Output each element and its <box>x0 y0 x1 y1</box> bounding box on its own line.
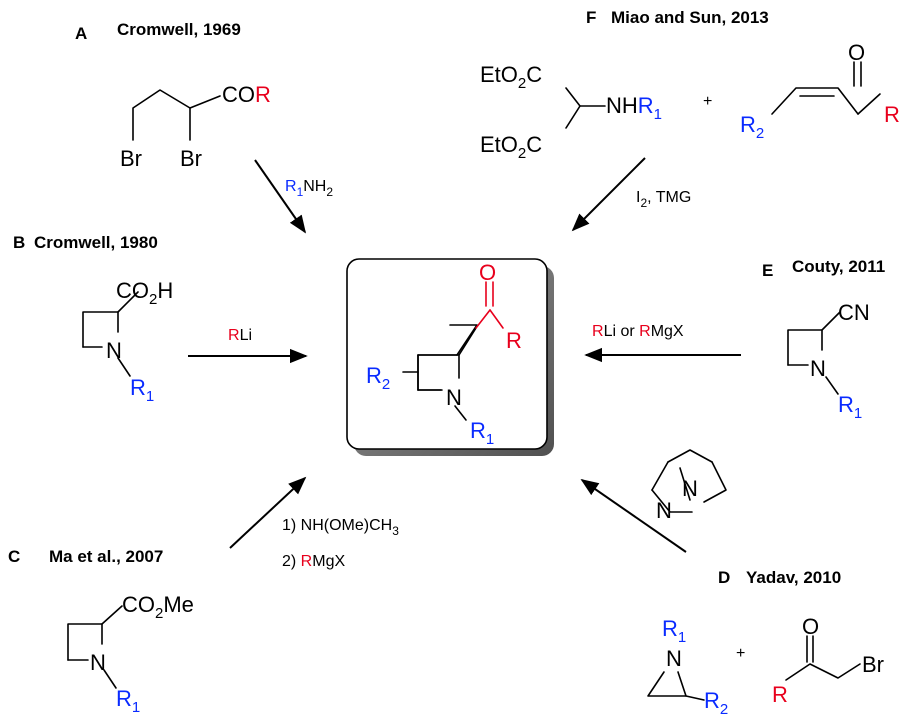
route-f-r: R <box>884 102 900 127</box>
route-e-nitrile: CN <box>838 300 870 325</box>
route-b-reagent: RLi <box>228 327 252 344</box>
route-d-nitrogen: N <box>666 646 682 671</box>
route-c-step2: 2) RMgX <box>282 553 345 570</box>
product-r2: R2 <box>366 363 390 393</box>
product-oxygen: O <box>479 260 496 285</box>
route-b-citation: Cromwell, 1980 <box>34 233 158 252</box>
route-e-letter: E <box>762 261 773 280</box>
route-c-step1: 1) NH(OMe)CH3 <box>282 517 399 538</box>
route-d-r1: R1 <box>662 616 686 646</box>
route-a-br2: Br <box>180 146 202 171</box>
route-f-ester-bottom: EtO2C <box>480 132 542 162</box>
route-d-letter: D <box>718 568 730 587</box>
product-nitrogen: N <box>446 385 462 410</box>
route-c-nitrogen: N <box>90 650 106 675</box>
route-a-reagent: R1NH2 <box>285 178 333 199</box>
product-r: R <box>506 328 522 353</box>
route-f-reagent: I2, TMG <box>636 189 691 210</box>
route-a: A Cromwell, 1969 Br Br COR R1NH2 <box>75 20 333 234</box>
route-e-r1: R1 <box>838 392 862 422</box>
route-d-r2: R2 <box>704 688 728 718</box>
route-f-letter: F <box>586 8 596 27</box>
route-e-nitrogen: N <box>810 356 826 381</box>
svg-text:N: N <box>656 498 672 523</box>
route-b-acid: CO2H <box>116 278 173 308</box>
route-d-citation: Yadav, 2010 <box>746 568 841 587</box>
route-f-amine: NHR1 <box>606 93 662 123</box>
route-a-br1: Br <box>120 146 142 171</box>
route-a-letter: A <box>75 24 87 43</box>
route-f-plus: + <box>703 93 712 110</box>
route-d: D Yadav, 2010 N N R1 N R2 + O R Br <box>580 449 884 718</box>
route-b-r1: R1 <box>130 375 154 405</box>
route-d-r: R <box>772 682 788 707</box>
route-c: C Ma et al., 2007 N CO2Me R1 1) NH(OMe)C… <box>8 476 399 716</box>
route-c-r1: R1 <box>116 686 140 716</box>
route-a-citation: Cromwell, 1969 <box>117 20 241 39</box>
route-d-plus: + <box>736 645 745 662</box>
product-box <box>346 258 554 456</box>
route-e-reagent: RLi or RMgX <box>592 323 684 340</box>
product-r1: R1 <box>470 418 494 448</box>
route-f-oxygen: O <box>848 40 865 65</box>
route-b-letter: B <box>13 233 25 252</box>
dabco-icon: N N <box>651 449 727 523</box>
route-b: B Cromwell, 1980 N CO2H R1 RLi <box>13 233 308 405</box>
route-e: E Couty, 2011 N CN R1 RLi or RMgX <box>584 257 885 422</box>
route-c-ester: CO2Me <box>122 592 194 622</box>
route-d-br: Br <box>862 652 884 677</box>
route-d-oxygen: O <box>802 614 819 639</box>
route-c-citation: Ma et al., 2007 <box>49 547 163 566</box>
route-f: F Miao and Sun, 2013 EtO2C EtO2C NHR1 + … <box>480 8 900 232</box>
route-f-ester-top: EtO2C <box>480 62 542 92</box>
route-f-r2: R2 <box>740 112 764 142</box>
route-b-nitrogen: N <box>106 338 122 363</box>
product-structure: O R N R2 R1 <box>366 260 522 448</box>
route-c-letter: C <box>8 547 20 566</box>
svg-text:N: N <box>682 476 698 501</box>
route-e-citation: Couty, 2011 <box>792 257 885 276</box>
route-a-carbonyl: COR <box>222 82 271 107</box>
route-f-citation: Miao and Sun, 2013 <box>611 8 769 27</box>
